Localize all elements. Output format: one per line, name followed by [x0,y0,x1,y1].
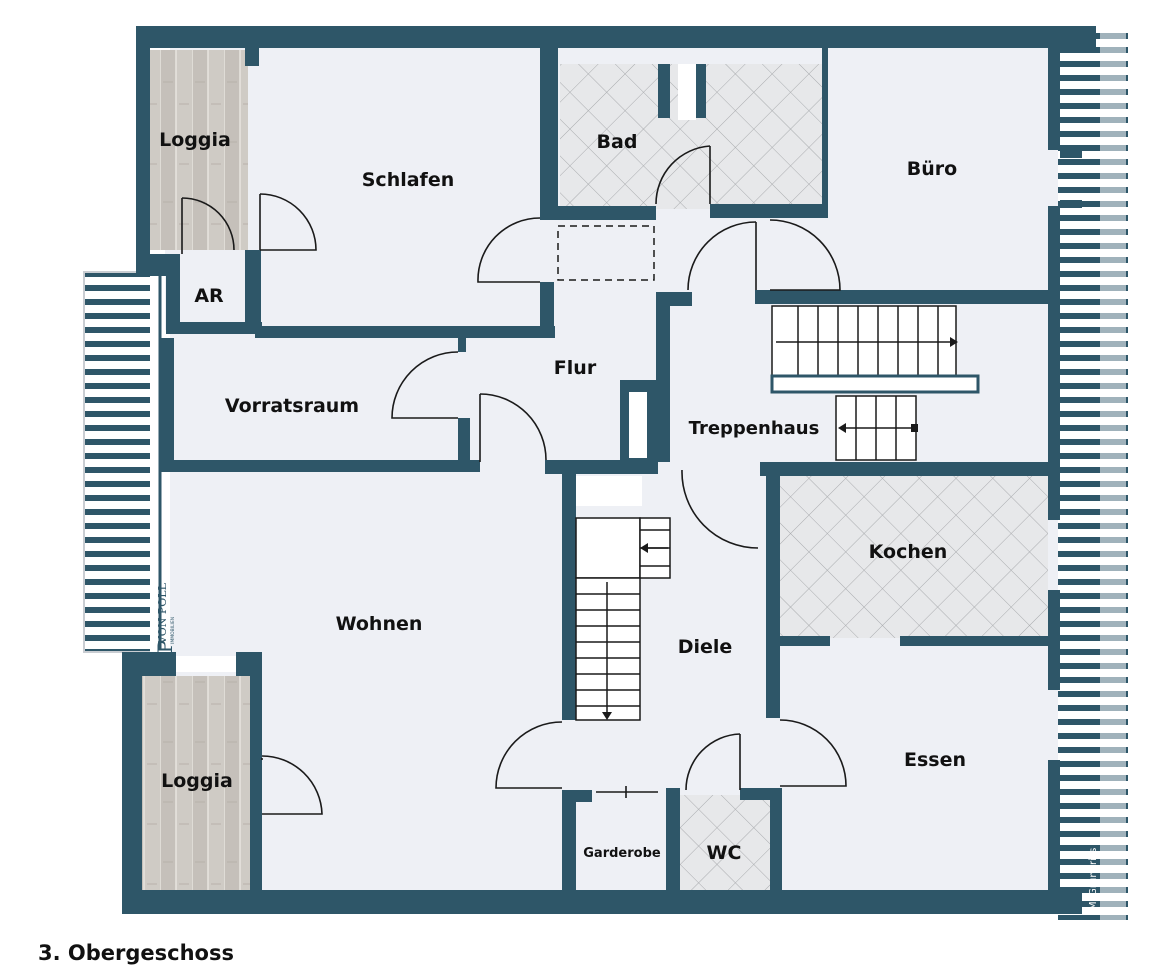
logo-name: VON POLL [156,582,169,645]
room-labels: Loggia Schlafen Bad Büro AR Vorratsraum … [159,129,966,864]
east-balcony-railing [1058,30,1128,920]
loggia-top-floor [150,50,248,250]
von-poll-logo: VP VON POLL IMMOBILIEN [153,582,177,669]
room-label-loggia-bottom: Loggia [161,770,233,792]
diele-stairs [575,517,671,721]
attic-hatch [557,225,655,281]
shaft-2 [629,392,647,458]
room-label-ar: AR [194,285,224,307]
room-label-essen: Essen [904,749,966,771]
room-label-vorratsraum: Vorratsraum [225,395,359,417]
wc-tile-floor [680,795,772,894]
logo-mark: VP [153,640,177,669]
kochen-tile-floor [780,474,1048,638]
niche [576,476,642,506]
room-label-buero: Büro [907,158,957,180]
ar-floor [180,276,244,322]
window-opening [176,656,236,672]
shaft [678,64,696,120]
room-label-flur: Flur [554,357,597,379]
room-label-diele: Diele [678,636,733,658]
room-label-kochen: Kochen [869,541,948,563]
loggia-bottom-floor [140,676,250,890]
room-label-bad: Bad [597,131,638,153]
door-swings [181,145,847,815]
west-balcony-railing [83,271,164,653]
room-label-treppenhaus: Treppenhaus [689,418,820,439]
room-label-wc: WC [707,842,742,864]
room-label-garderobe: Garderobe [583,846,661,861]
credit-text: McGrundriss [1088,848,1099,910]
room-label-loggia-top: Loggia [159,129,231,151]
logo-sub: IMMOBILIEN [170,617,176,644]
room-label-wohnen: Wohnen [336,613,423,635]
room-label-schlafen: Schlafen [362,169,455,191]
walls [122,26,1096,914]
treppenhaus-stairs [770,305,980,461]
floor-caption: 3. Obergeschoss [38,941,234,965]
